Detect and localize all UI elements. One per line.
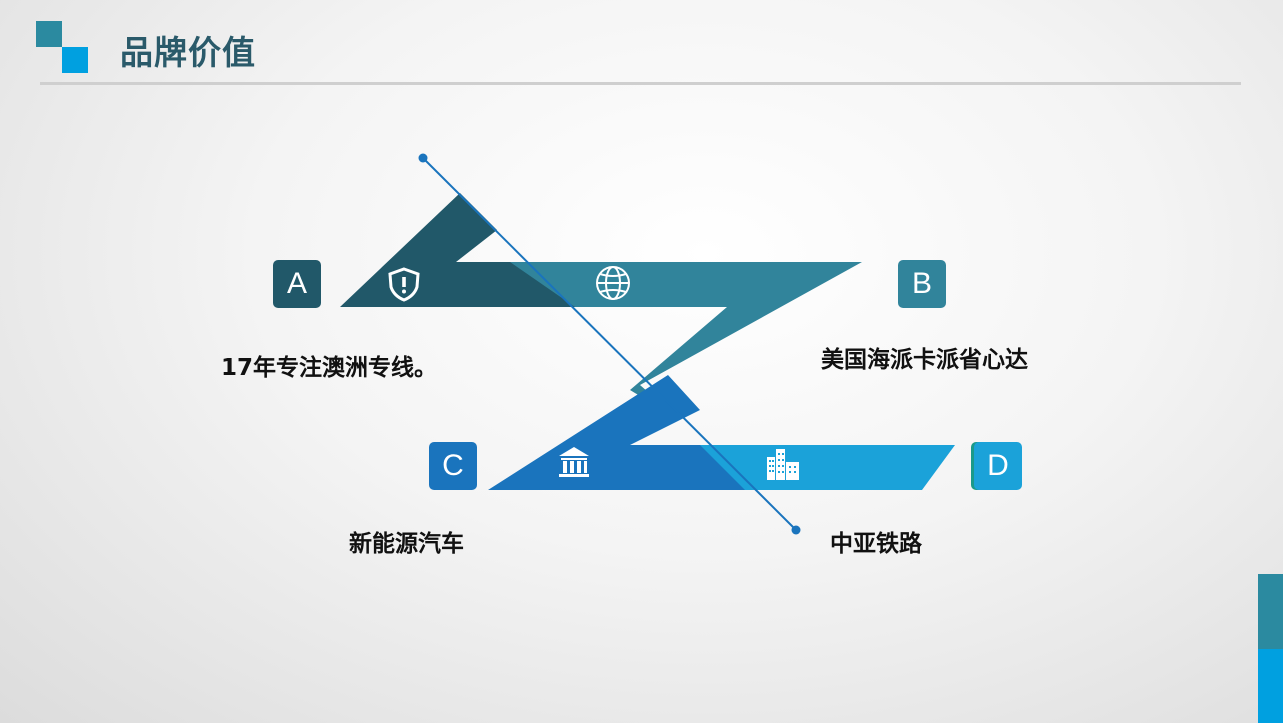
side-accent-light [1258, 649, 1283, 723]
page-title: 品牌价值 [120, 33, 256, 72]
badge-a: A [273, 260, 321, 308]
side-accent-dark [1258, 574, 1283, 649]
logo-square-dark [36, 21, 62, 47]
badge-d: D [974, 442, 1022, 490]
caption-c: 新能源汽车 [349, 531, 464, 557]
caption-a: 17年专注澳洲专线。 [221, 355, 438, 381]
segment-b [510, 262, 862, 420]
bank-building-icon [559, 447, 589, 477]
segment-d [700, 445, 955, 490]
title-divider [40, 82, 1241, 85]
caption-b: 美国海派卡派省心达 [821, 347, 1028, 373]
segment-a [340, 193, 575, 307]
shield-alert-icon [388, 267, 420, 302]
segment-c [488, 375, 745, 490]
line-end-top [418, 153, 428, 163]
line-end-bottom [791, 525, 801, 535]
globe-icon [596, 266, 630, 300]
caption-d: 中亚铁路 [830, 531, 922, 557]
badge-c: C [429, 442, 477, 490]
badge-b: B [898, 260, 946, 308]
logo-square-light [62, 47, 88, 73]
city-buildings-icon [767, 449, 799, 480]
diagonal-line [422, 157, 797, 531]
